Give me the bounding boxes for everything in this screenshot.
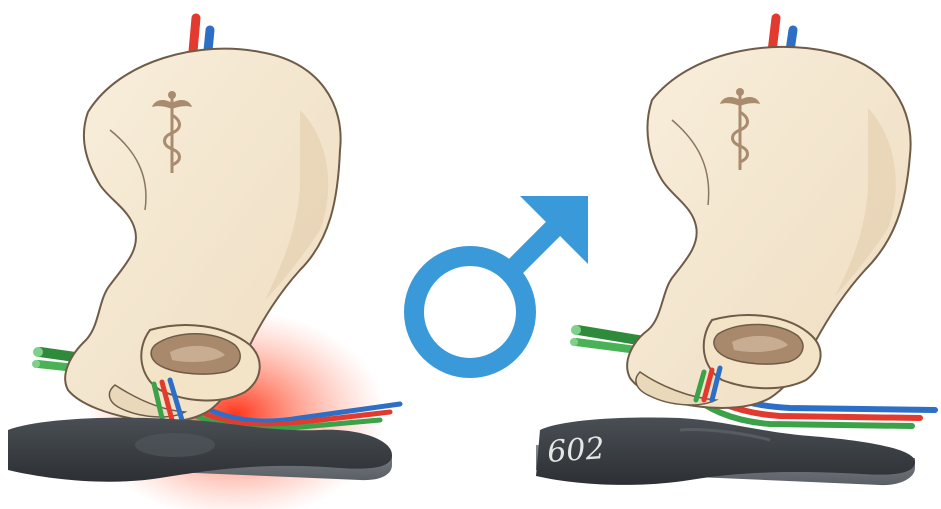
saddle-marking-right: 602 [546, 431, 606, 470]
right-panel: 602 [536, 18, 935, 485]
left-panel [8, 18, 400, 509]
male-symbol-icon [414, 196, 588, 368]
pelvis-bone-right [627, 47, 910, 408]
